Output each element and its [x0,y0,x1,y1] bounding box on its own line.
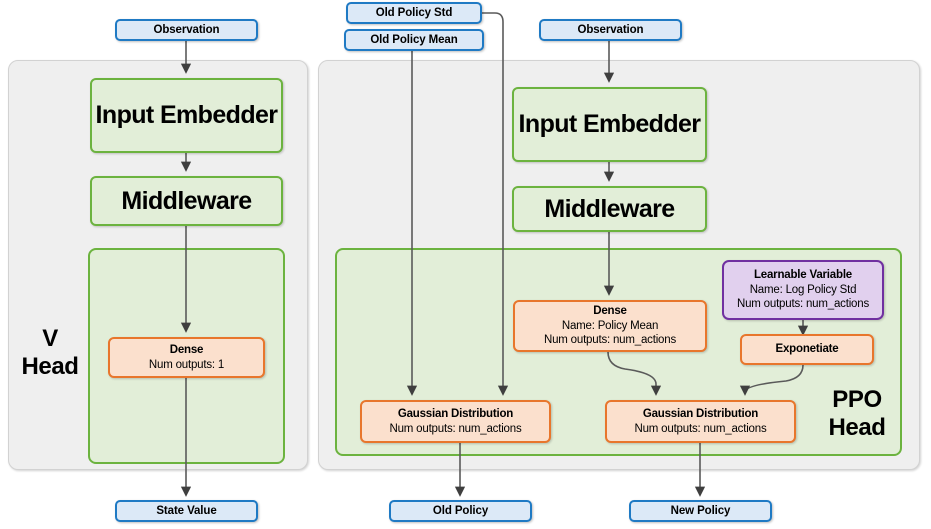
output-state-value[interactable]: State Value [115,500,258,522]
v-head-label-line2: Head [21,352,79,380]
input-old-policy-mean[interactable]: Old Policy Mean [344,29,484,51]
v-head-dense-outputs: Num outputs: 1 [148,358,225,371]
v-head-input-embedder[interactable]: Input Embedder [90,78,283,153]
input-observation-right-label: Observation [577,24,644,36]
gaussian-old-outputs: Num outputs: num_actions [389,422,522,435]
ppo-head-label-line1: PPO [832,386,882,413]
output-state-value-label: State Value [156,505,217,517]
ppo-head-dense-outputs: Num outputs: num_actions [544,334,676,347]
ppo-head-learnable-variable-log-policy-std[interactable]: Learnable Variable Name: Log Policy Std … [722,260,884,320]
gaussian-new-outputs: Num outputs: num_actions [634,422,767,435]
v-head-dense[interactable]: Dense Num outputs: 1 [108,337,265,378]
learnable-variable-outputs: Num outputs: num_actions [737,298,869,311]
output-old-policy-label: Old Policy [432,505,489,517]
learnable-variable-title: Learnable Variable [753,268,853,281]
ppo-head-middleware-label: Middleware [544,194,675,223]
ppo-head-middleware[interactable]: Middleware [512,186,707,232]
input-observation-left[interactable]: Observation [115,19,258,41]
ppo-head-gaussian-distribution-new[interactable]: Gaussian Distribution Num outputs: num_a… [605,400,796,443]
input-old-policy-mean-label: Old Policy Mean [370,34,458,46]
v-head-middleware-label: Middleware [121,186,252,215]
ppo-head-label-line2: Head [828,413,886,441]
exponentiate-label: Exponetiate [775,343,839,356]
ppo-head-dense-name: Name: Policy Mean [561,319,659,332]
ppo-head-exponentiate[interactable]: Exponetiate [740,334,874,365]
v-head-label: V Head [14,325,86,380]
output-new-policy[interactable]: New Policy [629,500,772,522]
gaussian-new-title: Gaussian Distribution [642,407,759,420]
ppo-head-input-embedder[interactable]: Input Embedder [512,87,707,162]
v-head-middleware[interactable]: Middleware [90,176,283,226]
v-head-dense-title: Dense [169,343,204,356]
ppo-head-label: PPO Head [820,386,894,441]
output-new-policy-label: New Policy [670,505,731,517]
output-old-policy[interactable]: Old Policy [389,500,532,522]
learnable-variable-name: Name: Log Policy Std [749,283,857,296]
v-head-input-embedder-label: Input Embedder [95,101,278,129]
input-old-policy-std-label: Old Policy Std [375,7,453,19]
v-head-label-line1: V [42,325,58,352]
ppo-head-dense-title: Dense [593,304,627,317]
ppo-head-dense-policy-mean[interactable]: Dense Name: Policy Mean Num outputs: num… [513,300,707,352]
gaussian-old-title: Gaussian Distribution [397,407,514,420]
input-old-policy-std[interactable]: Old Policy Std [346,2,482,24]
ppo-head-input-embedder-label: Input Embedder [518,110,701,138]
input-observation-left-label: Observation [153,24,220,36]
ppo-head-gaussian-distribution-old[interactable]: Gaussian Distribution Num outputs: num_a… [360,400,551,443]
input-observation-right[interactable]: Observation [539,19,682,41]
